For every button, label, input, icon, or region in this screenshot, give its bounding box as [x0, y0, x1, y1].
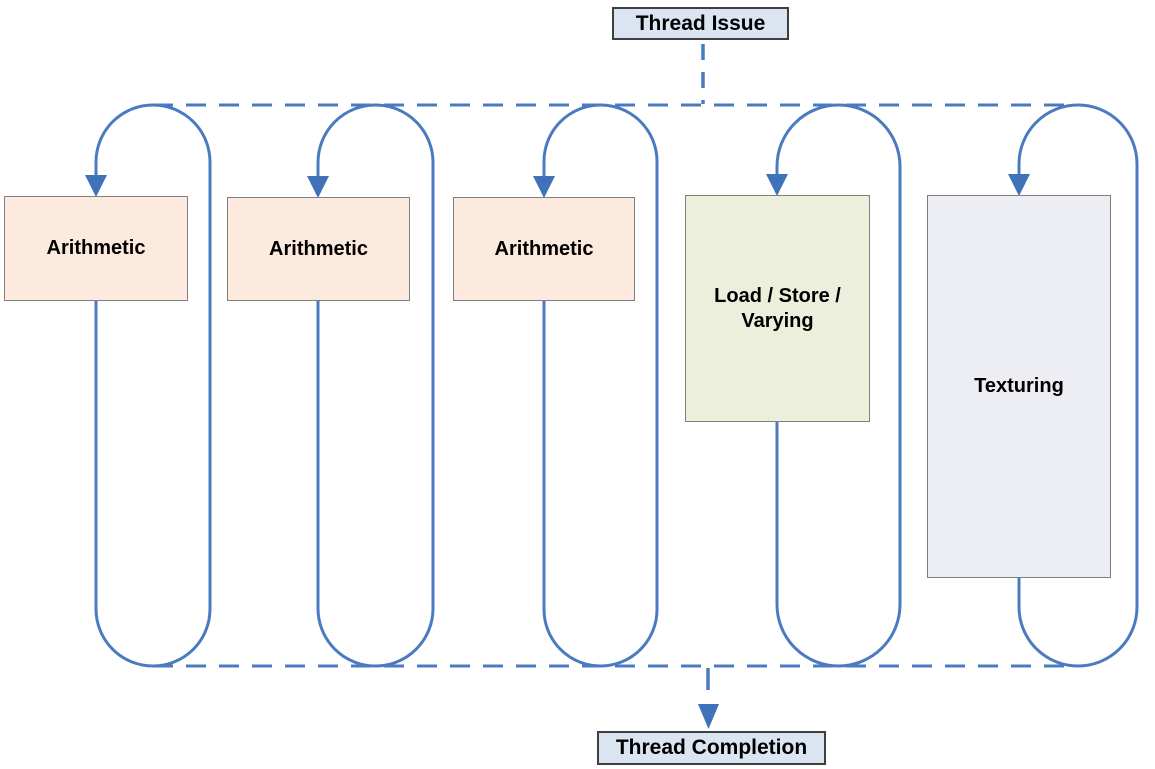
unit-loop-path-2 [316, 103, 435, 668]
unit-loop-path-4 [775, 103, 902, 668]
unit-label-arithmetic-3: Arithmetic [494, 237, 594, 260]
thread-completion-label: Thread Completion [615, 736, 808, 759]
unit-label-arithmetic-1: Arithmetic [46, 237, 146, 259]
unit-box-texturing: Texturing [927, 195, 1111, 578]
unit-entry-arrowhead-icon-4 [766, 174, 788, 196]
thread-issue-label: Thread Issue [635, 11, 766, 35]
unit-loop-path-3 [542, 103, 659, 668]
unit-box-load-store-varying: Load / Store / Varying [685, 195, 870, 422]
unit-label-texturing: Texturing [974, 375, 1064, 397]
thread-issue-node: Thread Issue [612, 7, 789, 40]
unit-label-load-store-varying: Load / Store / Varying [714, 284, 841, 332]
thread-completion-node: Thread Completion [597, 731, 826, 765]
unit-entry-arrowhead-icon-1 [85, 175, 107, 197]
unit-loop-path-5 [1017, 103, 1139, 668]
unit-box-arithmetic-2: Arithmetic [227, 197, 410, 301]
unit-box-arithmetic-3: Arithmetic [453, 197, 635, 301]
thread-completion-arrowhead-icon [698, 704, 719, 729]
unit-label-arithmetic-2: Arithmetic [269, 237, 368, 260]
unit-box-arithmetic-1: Arithmetic [4, 196, 188, 301]
unit-loop-path-1 [94, 103, 212, 668]
unit-entry-arrowhead-icon-2 [307, 176, 329, 198]
unit-entry-arrowhead-icon-3 [533, 176, 555, 198]
unit-entry-arrowhead-icon-5 [1008, 174, 1030, 196]
